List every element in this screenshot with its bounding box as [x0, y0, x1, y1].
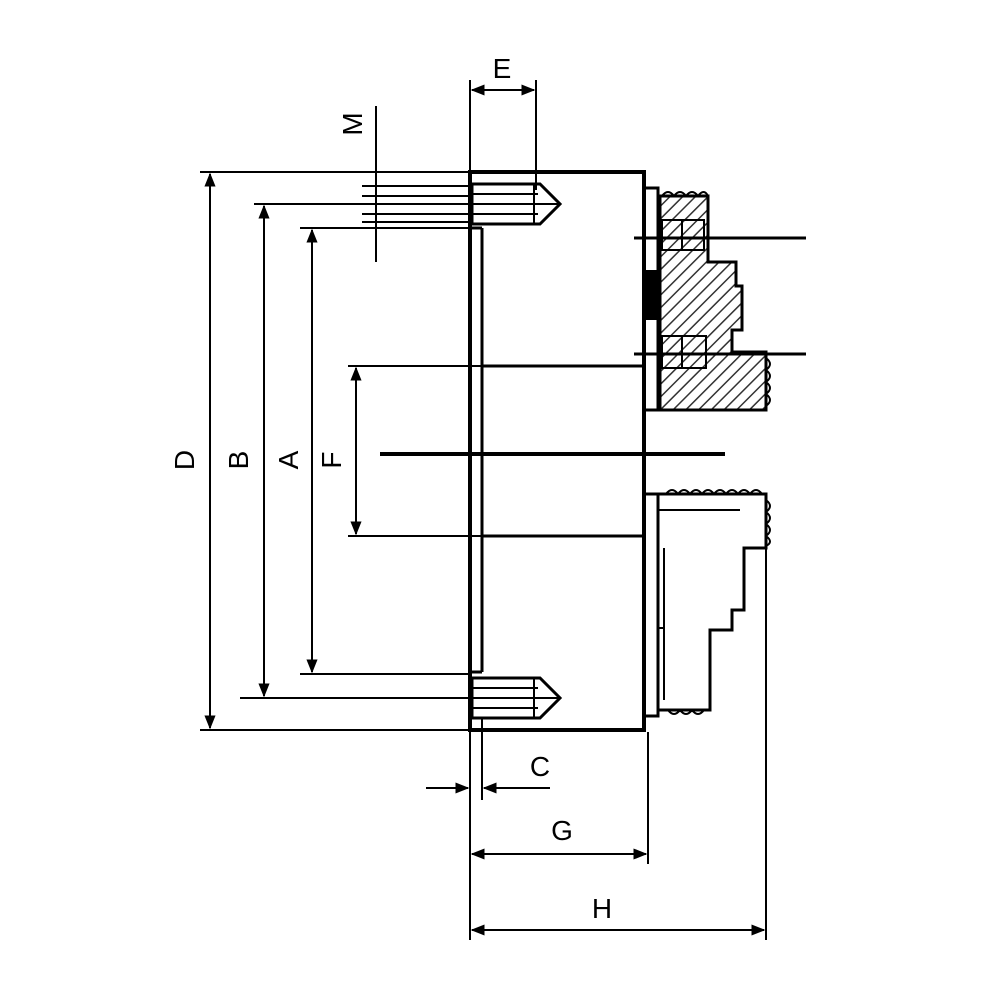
upper-jaw-section	[642, 186, 771, 412]
dimension-label-m: M	[337, 112, 368, 135]
dimension-e: E	[469, 53, 537, 190]
dimension-g: G	[469, 732, 649, 940]
dimension-label-e: E	[493, 53, 512, 84]
dimension-m: M	[337, 106, 472, 262]
mounting-bolt-bottom	[470, 676, 563, 720]
dimension-label-b: B	[223, 451, 254, 470]
dimension-label-c: C	[530, 751, 550, 782]
dimension-b: B	[223, 203, 472, 699]
dimension-label-d: D	[169, 450, 200, 470]
dimension-c: C	[426, 718, 550, 800]
dimension-label-g: G	[551, 815, 573, 846]
dimension-f: F	[316, 365, 482, 537]
mounting-bolt-top	[470, 182, 563, 226]
dimension-d: D	[169, 171, 470, 731]
dimension-label-f: F	[316, 451, 347, 468]
dimension-h: H	[470, 548, 767, 940]
dimension-label-a: A	[273, 450, 304, 469]
dimension-a: A	[273, 227, 470, 675]
dimension-label-h: H	[592, 893, 612, 924]
lower-jaw	[642, 489, 771, 718]
chuck-body	[380, 170, 725, 732]
